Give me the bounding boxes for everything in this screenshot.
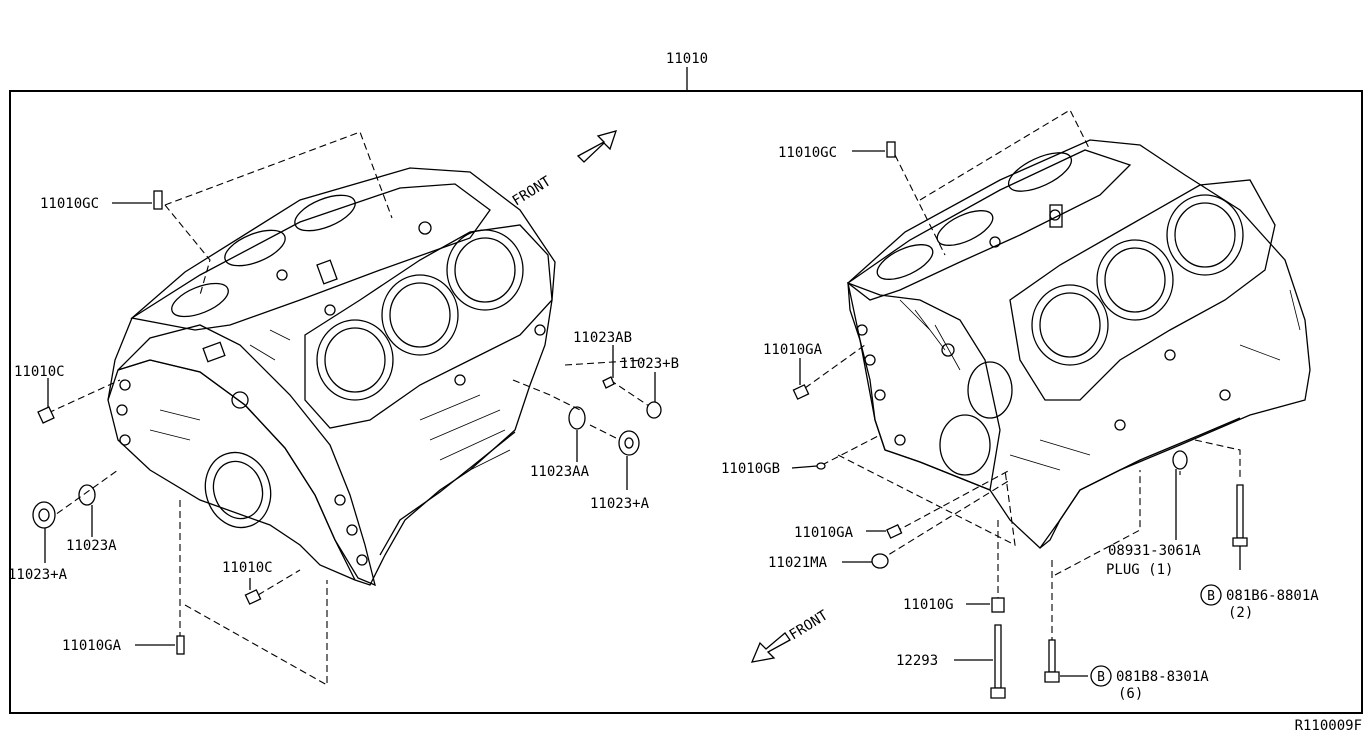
right-plug-ma-icon (871, 553, 889, 569)
right-front-label: FRONT (787, 607, 832, 643)
left-small-parts (32, 190, 662, 655)
right-label-11010g[interactable]: 11010G (903, 597, 954, 613)
right-dowel-g-icon (991, 597, 1005, 613)
right-front-arrow-icon (750, 632, 791, 663)
left-front-arrow-icon (576, 130, 618, 163)
right-label-plug: PLUG (1) (1106, 562, 1173, 578)
left-label-11010c-bottom[interactable]: 11010C (222, 560, 273, 576)
left-dowel-ga-icon (176, 635, 185, 655)
right-dowel-ga-top-icon (792, 384, 810, 400)
left-label-11023b[interactable]: 11023+B (620, 356, 679, 372)
right-small-parts (792, 141, 1248, 699)
right-label-qty-6: (6) (1118, 686, 1143, 702)
left-plug-a-icon (32, 501, 56, 529)
left-label-11023a-right[interactable]: 11023+A (590, 496, 650, 512)
right-label-qty-2: (2) (1228, 605, 1253, 621)
right-drain-plug-icon (1172, 450, 1188, 470)
right-label-11010ga-bottom[interactable]: 11010GA (794, 525, 854, 541)
right-label-081b8-8301a[interactable]: 081B8-8301A (1116, 669, 1209, 685)
right-label-11010ga-top[interactable]: 11010GA (763, 342, 823, 358)
right-bolt-8801a-icon (1236, 484, 1244, 539)
left-label-11010ga[interactable]: 11010GA (62, 638, 122, 654)
right-stud-12293-icon (994, 624, 1002, 689)
right-bolt-8301a-icon (1048, 639, 1056, 673)
right-label-11010gb[interactable]: 11010GB (721, 461, 780, 477)
left-plug-a-right-icon (618, 430, 640, 456)
diagram-frame (9, 90, 1363, 714)
left-seal-aa-icon (568, 406, 586, 430)
right-dowel-ga-bottom-icon (886, 523, 903, 539)
right-label-12293[interactable]: 12293 (896, 653, 938, 669)
left-washer-ab-icon (602, 376, 615, 389)
left-front-indicator: FRONT (510, 130, 618, 209)
right-guide-lines (804, 109, 1241, 640)
right-front-indicator: FRONT (750, 607, 832, 663)
right-engine-block (846, 139, 1311, 549)
right-label-081b6-8801a[interactable]: 081B6-8801A (1226, 588, 1319, 604)
right-pin-gb-icon (816, 462, 826, 470)
bolt-b-marker-2-letter: B (1097, 670, 1105, 685)
left-plug-c-bottom-icon (244, 589, 262, 605)
left-engine-block (107, 167, 556, 587)
right-label-08931-3061a[interactable]: 08931-3061A (1108, 543, 1201, 559)
left-label-11023a-left[interactable]: 11023+A (8, 567, 68, 583)
left-dowel-gc-icon (153, 190, 163, 210)
left-plug-b-icon (646, 401, 662, 419)
right-dowel-gc-icon (886, 141, 896, 158)
left-seal-a-icon (78, 484, 96, 506)
reference-code: R110009F (1295, 718, 1362, 734)
bolt-b-marker-letter: B (1207, 589, 1215, 604)
left-guide-lines (47, 131, 656, 686)
left-label-11023aa[interactable]: 11023AA (530, 464, 590, 480)
top-part-label[interactable]: 11010 (666, 51, 708, 67)
left-label-11010gc[interactable]: 11010GC (40, 196, 99, 212)
left-front-label: FRONT (510, 173, 555, 209)
bolt-b-marker-2-icon (1090, 665, 1112, 687)
left-plug-c-icon (37, 406, 55, 424)
right-label-11010gc[interactable]: 11010GC (778, 145, 837, 161)
right-label-11021ma[interactable]: 11021MA (768, 555, 828, 571)
right-leader-lines (791, 150, 1241, 677)
left-label-11010c[interactable]: 11010C (14, 364, 65, 380)
left-leader-lines (44, 202, 656, 646)
left-label-11023ab[interactable]: 11023AB (573, 330, 632, 346)
bolt-b-marker-icon (1200, 584, 1222, 606)
left-label-11023a[interactable]: 11023A (66, 538, 117, 554)
